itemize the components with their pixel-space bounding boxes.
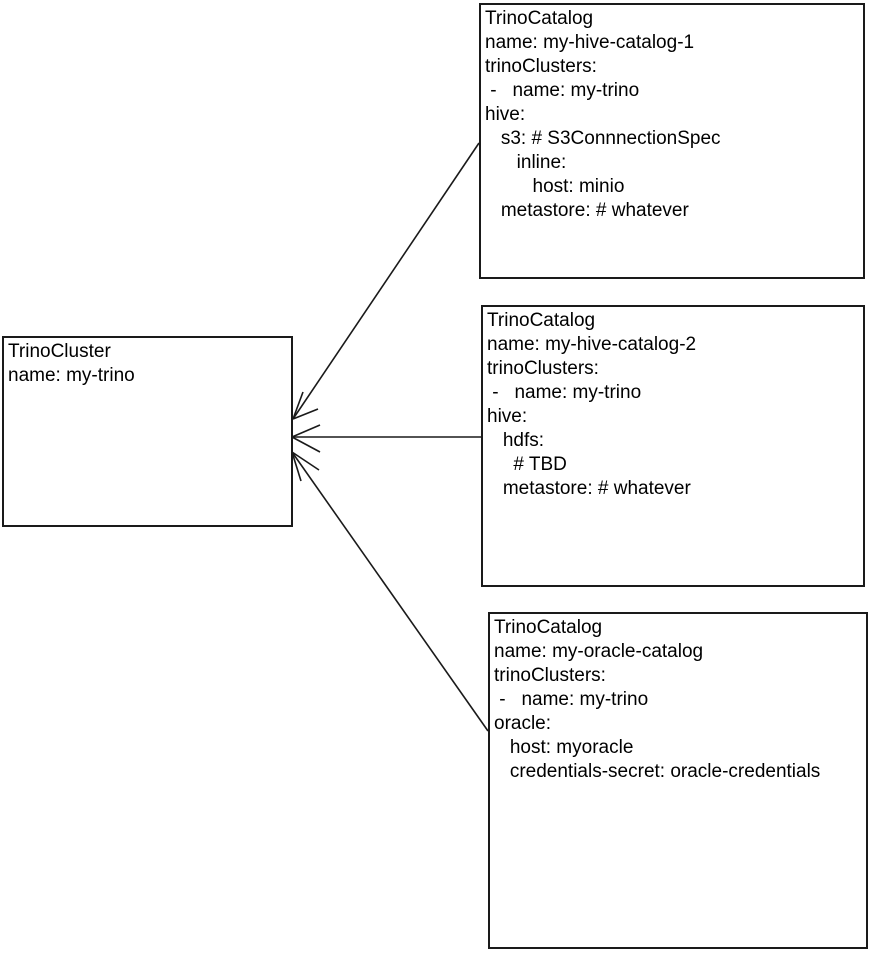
node-trino-catalog-hive-2[interactable]: TrinoCatalog name: my-hive-catalog-2 tri…	[481, 305, 865, 587]
node-trino-cluster[interactable]: TrinoCluster name: my-trino	[2, 336, 293, 527]
edge-catalog-1-to-cluster	[292, 142, 480, 420]
node-trino-catalog-oracle-text: TrinoCatalog name: my-oracle-catalog tri…	[494, 617, 821, 782]
edge-catalog-3-to-cluster	[291, 451, 489, 732]
node-trino-catalog-hive-1[interactable]: TrinoCatalog name: my-hive-catalog-1 tri…	[479, 3, 865, 279]
node-trino-catalog-hive-1-text: TrinoCatalog name: my-hive-catalog-1 tri…	[485, 8, 721, 221]
node-trino-catalog-hive-2-text: TrinoCatalog name: my-hive-catalog-2 tri…	[487, 310, 697, 499]
node-trino-catalog-oracle[interactable]: TrinoCatalog name: my-oracle-catalog tri…	[488, 612, 868, 949]
edge-catalog-2-to-cluster	[291, 424, 481, 453]
node-trino-cluster-text: TrinoCluster name: my-trino	[8, 341, 135, 386]
